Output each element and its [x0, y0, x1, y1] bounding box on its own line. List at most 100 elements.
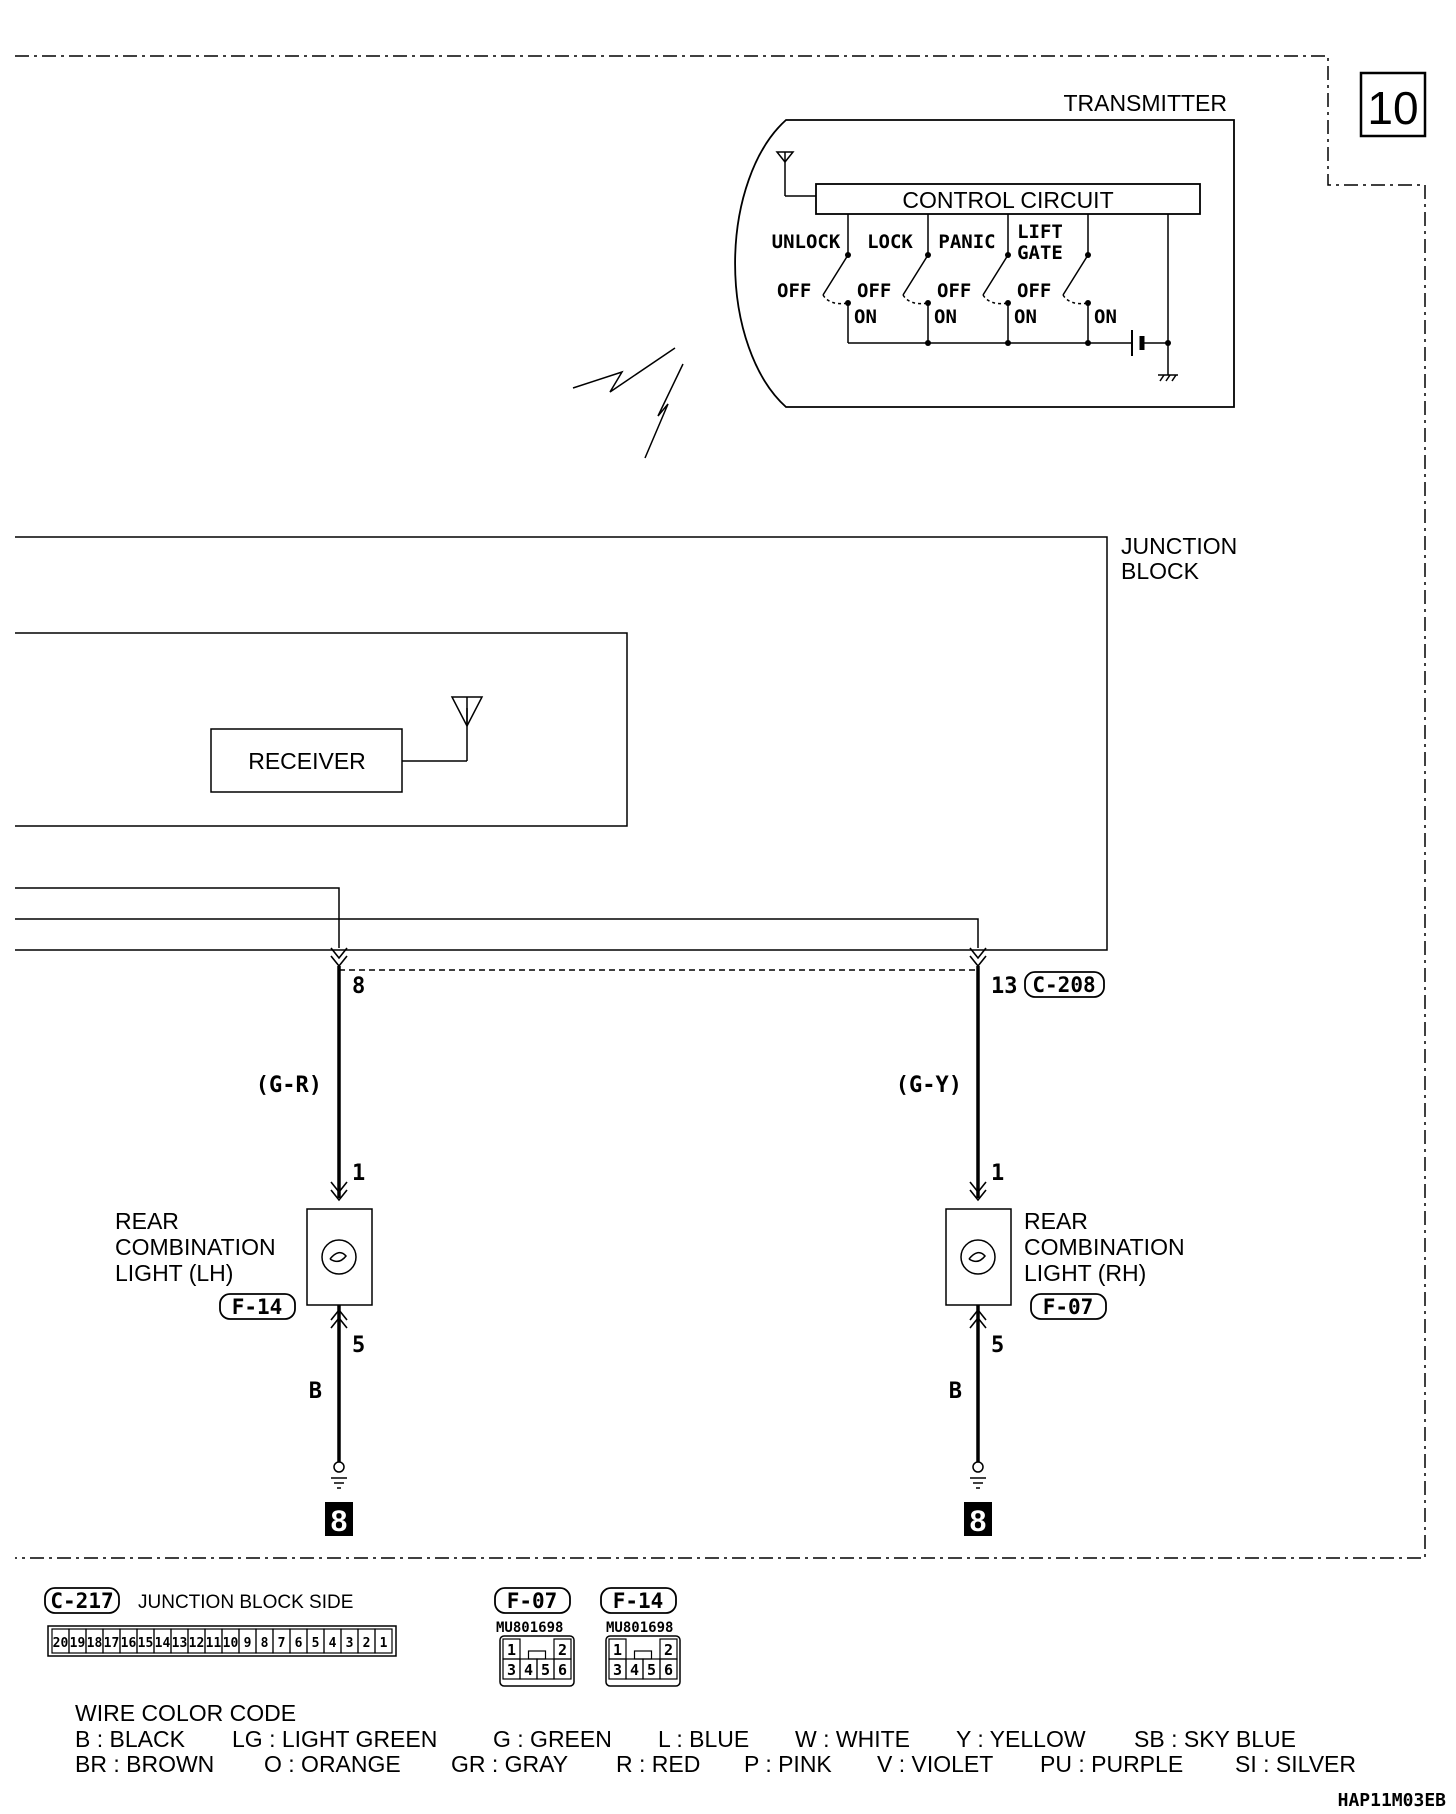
right-lamp-pin-in: 1 — [991, 1161, 1004, 1186]
connector-pin-label: 19 — [70, 1636, 86, 1651]
connector-pin-label: 2 — [664, 1641, 673, 1659]
connector-pin-label: 16 — [121, 1636, 137, 1651]
connector-pin-label: 1 — [613, 1641, 622, 1659]
switch-off-label: OFF — [1017, 280, 1051, 302]
switch-off-label: OFF — [777, 280, 811, 302]
c208-connector: C-208 — [1032, 973, 1095, 997]
switch-off-label: OFF — [857, 280, 891, 302]
connector-pin-label: 12 — [189, 1636, 205, 1651]
connector-pin-label: 4 — [329, 1636, 337, 1651]
ground-icon — [970, 1461, 986, 1489]
left-ground-number: 8 — [331, 1505, 348, 1538]
connector-pin-label: 3 — [346, 1636, 354, 1651]
connector-pin-label: 5 — [312, 1636, 320, 1651]
left-lamp-pin-out: 5 — [352, 1333, 365, 1358]
right-wire-color: (G-Y) — [896, 1073, 962, 1098]
c217-id: C-217 — [50, 1589, 113, 1613]
transmitter-outline — [734, 119, 1235, 408]
left-lamp-name-1: REAR — [115, 1208, 179, 1234]
left-wire-color: (G-R) — [256, 1073, 322, 1098]
right-lamp-connector: F-07 — [1043, 1295, 1094, 1319]
connector-pin-label: 4 — [630, 1661, 639, 1679]
left-lamp-connector: F-14 — [232, 1295, 283, 1319]
connector-pin-label: 15 — [138, 1636, 154, 1651]
page-number: 10 — [1367, 82, 1418, 134]
wire-color-code-entry: W : WHITE — [795, 1726, 910, 1752]
right-ground-wire: B — [949, 1379, 962, 1404]
wire-color-code-entry: R : RED — [616, 1751, 700, 1777]
wire-color-code-entry: B : BLACK — [75, 1726, 186, 1752]
connector-pin-label: 20 — [53, 1636, 69, 1651]
lamp-icon — [960, 1239, 996, 1275]
connector-outline — [499, 1635, 575, 1687]
figure-code: HAP11M03EB — [1338, 1790, 1447, 1811]
c217-outline — [47, 1625, 397, 1657]
left-ground-badge — [325, 1502, 353, 1536]
switch-label-lock: LOCK — [867, 231, 913, 253]
connector-pin-label: 5 — [541, 1661, 550, 1679]
switch-off-label: OFF — [937, 280, 971, 302]
ground-icon — [331, 1461, 347, 1489]
wire-color-code-entry: O : ORANGE — [264, 1751, 401, 1777]
wire-color-code-entry: SI : SILVER — [1235, 1751, 1356, 1777]
connector-pin-label: 2 — [558, 1641, 567, 1659]
connector-arrows — [330, 947, 987, 971]
connector-pin-label: 5 — [647, 1661, 656, 1679]
transmitter: TRANSMITTER CONTROL CIRCUIT — [734, 90, 1235, 408]
connector-pin-label: 3 — [613, 1661, 622, 1679]
connector-outline — [605, 1635, 681, 1687]
connector-pin-label: 1 — [507, 1641, 516, 1659]
right-lamp-name-1: REAR — [1024, 1208, 1088, 1234]
left-lamp-connector-badge — [219, 1293, 296, 1320]
switch-label-panic: PANIC — [938, 231, 995, 253]
switch-nodes — [845, 252, 1171, 346]
f14-id: F-14 — [613, 1589, 664, 1613]
connector-pin-label: 3 — [507, 1661, 516, 1679]
switch-label-unlock: UNLOCK — [772, 231, 841, 253]
right-pin-top: 13 — [991, 974, 1018, 999]
right-lamp-pin-out: 5 — [991, 1333, 1004, 1358]
wire-color-code-entry: SB : SKY BLUE — [1134, 1726, 1296, 1752]
connector-pin-label: 7 — [278, 1636, 286, 1651]
left-ground-wire: B — [309, 1379, 322, 1404]
receiver-antenna-icon — [402, 696, 484, 762]
wire-color-code-entry: V : VIOLET — [877, 1751, 993, 1777]
right-lamp-name-3: LIGHT (RH) — [1024, 1260, 1146, 1286]
connector-pin-label: 10 — [223, 1636, 239, 1651]
left-branch: 8 (G-R) 1 REAR COMBINATION LIGHT (LH) F-… — [115, 966, 373, 1538]
right-ground-badge — [964, 1502, 992, 1536]
connector-pin-label: 14 — [155, 1636, 171, 1651]
junction-block-label-2: BLOCK — [1121, 558, 1200, 584]
right-branch: 13 C-208 (G-Y) 1 REAR COMBINATION LIGHT … — [896, 966, 1185, 1538]
lamp-icon — [321, 1239, 357, 1275]
control-circuit-label: CONTROL CIRCUIT — [902, 187, 1113, 213]
switch-on-label: ON — [934, 306, 957, 328]
wire-color-code-entry: Y : YELLOW — [956, 1726, 1086, 1752]
frame-border — [15, 55, 1426, 1559]
f14-part: MU801698 — [606, 1620, 673, 1636]
wire-color-code-entry: G : GREEN — [493, 1726, 612, 1752]
ground-icon — [1158, 370, 1178, 382]
switch-on-label: ON — [854, 306, 877, 328]
left-lamp-name-2: COMBINATION — [115, 1234, 276, 1260]
c208-connector-badge — [1024, 971, 1105, 998]
switch-on-label: ON — [1094, 306, 1117, 328]
connector-pin-label: 17 — [104, 1636, 120, 1651]
right-lamp-connector-badge — [1030, 1293, 1107, 1320]
page-number-box: 10 — [1359, 71, 1427, 138]
left-lamp-box — [306, 1208, 373, 1306]
connector-pin-label: 6 — [295, 1636, 303, 1651]
right-ground-number: 8 — [970, 1505, 987, 1538]
wire-color-code: WIRE COLOR CODE B : BLACK LG : LIGHT GRE… — [75, 1700, 1356, 1777]
switch-label-gate: GATE — [1017, 242, 1063, 264]
junction-block: JUNCTION BLOCK RECEIVER — [15, 533, 1237, 951]
connector-pin-label: 1 — [380, 1636, 388, 1651]
transmitter-title: TRANSMITTER — [1063, 90, 1227, 116]
f07-id: F-07 — [507, 1589, 558, 1613]
f07-part: MU801698 — [496, 1620, 563, 1636]
switch-label-lift: LIFT — [1017, 221, 1063, 243]
